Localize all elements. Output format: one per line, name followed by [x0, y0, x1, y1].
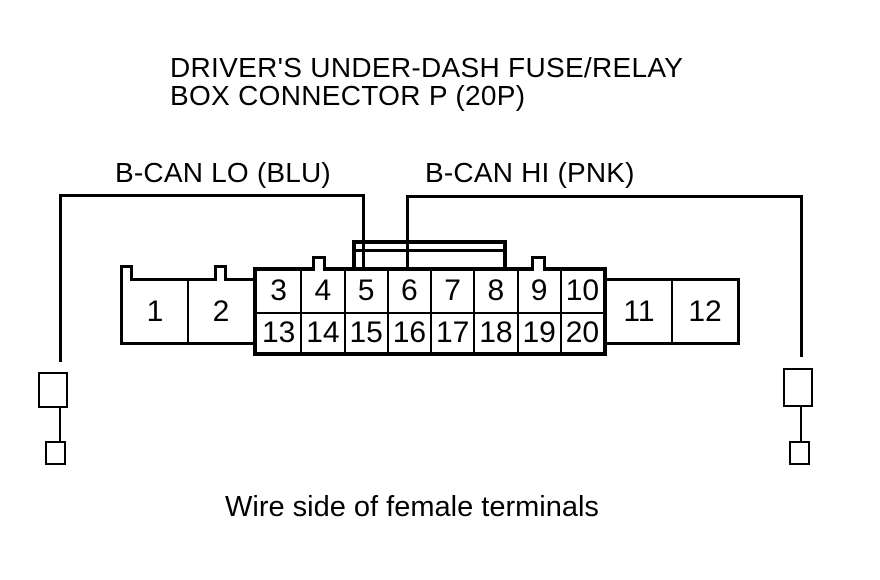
- left-probe-stem-line: [59, 406, 61, 443]
- diagram-title: DRIVER'S UNDER-DASH FUSE/RELAY BOX CONNE…: [170, 54, 683, 110]
- terminal-cell-15: 15: [343, 311, 387, 352]
- terminal-cell-10: 10: [559, 271, 603, 312]
- terminal-cell-12: 12: [671, 281, 737, 342]
- terminal-cell-9: 9: [516, 271, 560, 312]
- terminal-cell-2: 2: [187, 281, 253, 342]
- title-line-2: BOX CONNECTOR P (20P): [170, 80, 526, 111]
- connector-left-block: 1 2: [120, 278, 253, 345]
- connector-lock-rib: [352, 240, 507, 267]
- bcan-hi-right-drop-line: [800, 195, 803, 357]
- index-tab-cell4: [312, 256, 326, 271]
- terminal-cell-5: 5: [343, 271, 387, 312]
- terminal-cell-4: 4: [300, 271, 343, 312]
- title-line-1: DRIVER'S UNDER-DASH FUSE/RELAY: [170, 52, 684, 83]
- bcan-lo-left-drop-line: [59, 194, 62, 362]
- left-probe-box-small: [45, 441, 66, 465]
- index-tab-corner: [120, 265, 133, 281]
- right-probe-box-small: [789, 441, 810, 465]
- terminal-cell-18: 18: [473, 311, 517, 352]
- terminal-cell-3: 3: [270, 274, 287, 308]
- bcan-lo-terminal5-leader-line: [362, 194, 365, 271]
- connector-middle-block: 3 4 5 6 7 8 9 10 13 14 15 16 17 18 19 20: [253, 267, 607, 356]
- index-tab-cell9: [531, 256, 546, 271]
- terminal-cell-7: 7: [430, 271, 473, 312]
- bcan-lo-horizontal-line: [59, 194, 365, 197]
- right-probe-box-large: [783, 368, 813, 407]
- right-probe-stem-line: [800, 405, 802, 443]
- terminal-cell-16: 16: [386, 311, 430, 352]
- bcan-hi-horizontal-line: [406, 195, 803, 198]
- bcan-hi-terminal6-leader-line: [406, 195, 409, 271]
- terminal-cell-8: 8: [473, 271, 516, 312]
- left-probe-box-large: [38, 372, 68, 408]
- terminal-cell-14: 14: [300, 311, 344, 352]
- terminal-cell-19: 19: [516, 311, 560, 352]
- terminal-cell-6: 6: [386, 271, 430, 312]
- connector-right-block: 11 12: [607, 278, 740, 345]
- caption: Wire side of female terminals: [225, 491, 599, 523]
- connector-lock-rib-line: [356, 249, 503, 252]
- bcan-lo-label: B-CAN LO (BLU): [115, 157, 331, 188]
- index-tab-cell2: [214, 265, 227, 281]
- terminal-cell-20: 20: [559, 311, 603, 352]
- terminal-cell-17: 17: [430, 311, 474, 352]
- terminal-cell-13: 13: [257, 311, 301, 353]
- bcan-hi-label: B-CAN HI (PNK): [425, 157, 635, 188]
- terminal-cell-1: 1: [146, 294, 164, 328]
- terminal-cell-11: 11: [623, 294, 655, 328]
